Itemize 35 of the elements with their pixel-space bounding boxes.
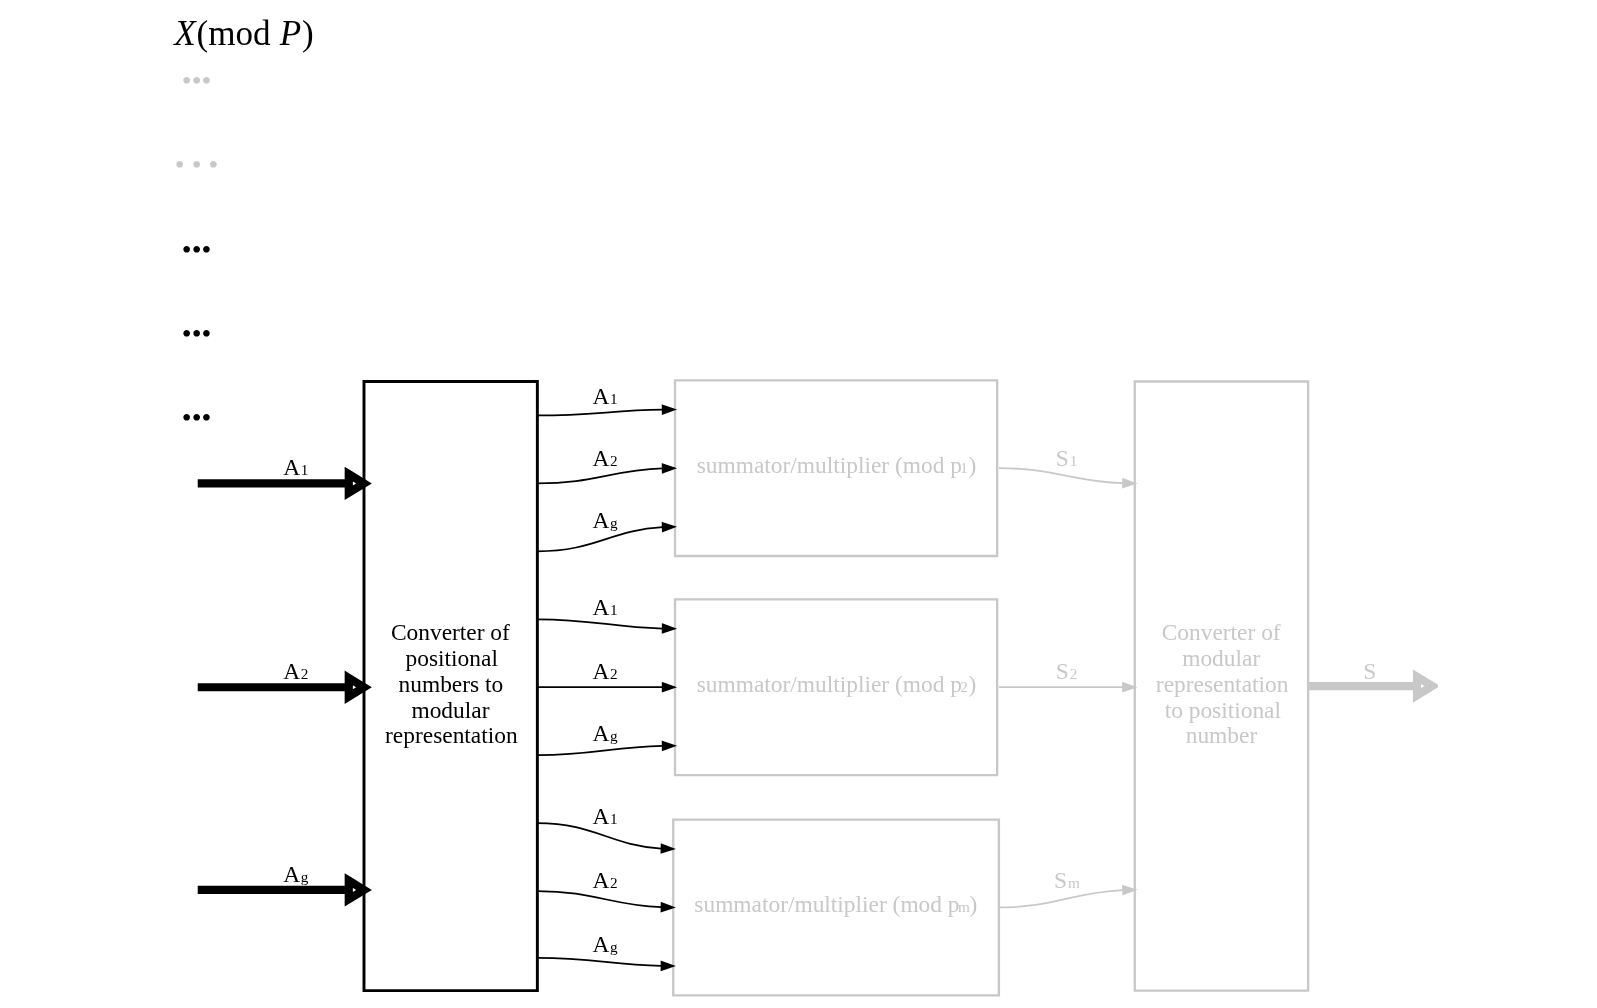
edge-label: Ag <box>591 506 618 533</box>
arrow <box>536 740 677 756</box>
arrow <box>536 956 676 971</box>
arrow <box>1307 668 1438 703</box>
arrow <box>536 403 677 416</box>
edge-label: A2 <box>591 657 618 684</box>
edge-label: Ag <box>282 860 308 887</box>
arrow <box>536 821 676 854</box>
label: ••• <box>181 64 211 96</box>
edge-label: A2 <box>591 444 618 471</box>
label: ••• <box>181 233 211 265</box>
diagram-title: X(mod P) <box>173 13 314 53</box>
arrow <box>197 670 372 704</box>
arrow <box>536 889 676 913</box>
arrow <box>536 521 677 552</box>
arrow <box>997 884 1137 908</box>
label: • • • <box>174 148 218 180</box>
arrow <box>536 617 677 634</box>
edge-label: A1 <box>591 382 618 409</box>
arrow <box>997 466 1137 489</box>
edge-label: A2 <box>591 866 618 893</box>
label: ••• <box>181 401 211 433</box>
arrow <box>536 462 677 484</box>
edge-label: Ag <box>591 719 618 746</box>
edge-label: A2 <box>282 657 308 684</box>
edge-label: A1 <box>591 802 618 829</box>
arrow <box>536 681 677 693</box>
node-box: Converter of positional numbers to modular representation <box>362 379 539 992</box>
edge-label: A1 <box>591 593 618 620</box>
edge-label: Ag <box>591 930 618 957</box>
edge-label: A1 <box>282 453 308 480</box>
label: ••• <box>181 317 211 349</box>
arrow <box>197 872 372 907</box>
arrow <box>997 681 1137 693</box>
arrow <box>197 466 372 500</box>
